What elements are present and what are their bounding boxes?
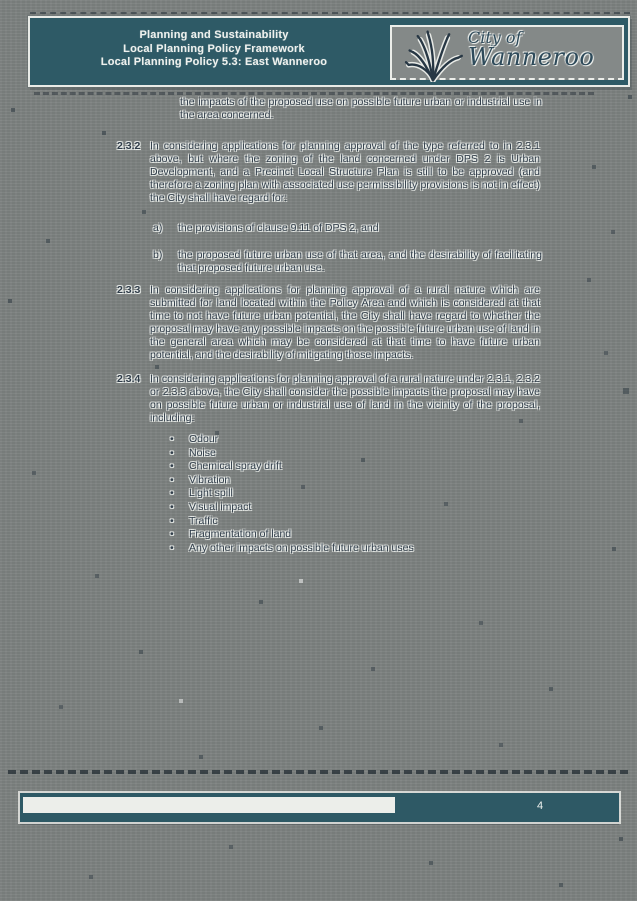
- kangaroo-paw-flower-icon: [398, 28, 468, 87]
- clause-number-2-3-3: 2.3.3: [117, 284, 141, 296]
- header-line-policy: Local Planning Policy 5.3: East Wanneroo: [100, 56, 328, 68]
- bullet-icon: [170, 542, 174, 556]
- bullet-item-noise: Noise: [168, 447, 548, 461]
- scan-noise-specks: [0, 0, 2, 2]
- subitem-label-a: a): [153, 222, 163, 234]
- clause-text-2-3-3: In considering applications for planning…: [150, 284, 540, 361]
- clause-text-2-3-2: In considering applications for planning…: [150, 140, 540, 204]
- logo-wanneroo: Wanneroo: [468, 43, 595, 71]
- footer-bar: 4: [20, 793, 619, 822]
- impact-bullet-list: Odour Noise Chemical spray drift Vibrati…: [168, 433, 548, 555]
- document-header: Planning and Sustainability Local Planni…: [28, 16, 630, 87]
- logo-city-of: City of: [468, 28, 522, 47]
- bullet-item-fragmentation: Fragmentation of land: [168, 528, 548, 542]
- bullet-item-traffic: Traffic: [168, 515, 548, 529]
- bullet-item-odour: Odour: [168, 433, 548, 447]
- bullet-icon: [170, 528, 174, 542]
- bullet-item-vibration: Vibration: [168, 474, 548, 488]
- bullet-icon: [170, 460, 174, 474]
- bullet-icon: [170, 487, 174, 501]
- scan-dash-line-under-header: [34, 92, 594, 95]
- bullet-item-visual-impact: Visual impact: [168, 501, 548, 515]
- bullet-item-light-spill: Light spill: [168, 487, 548, 501]
- header-title-block: Planning and Sustainability Local Planni…: [38, 29, 390, 70]
- city-logo: City of Wanneroo: [390, 25, 624, 83]
- subitem-text-b: the proposed future urban use of that ar…: [178, 249, 542, 274]
- header-line-department: Planning and Sustainability: [139, 29, 289, 41]
- page-number: 4: [536, 800, 544, 812]
- bullet-icon: [170, 474, 174, 488]
- clause-number-2-3-4: 2.3.4: [117, 373, 141, 385]
- bullet-icon: [170, 433, 174, 447]
- continuation-paragraph: the impacts of the proposed use on possi…: [180, 96, 542, 121]
- subitem-label-b: b): [153, 249, 163, 261]
- header-line-framework: Local Planning Policy Framework: [123, 42, 305, 55]
- bullet-item-other-impacts: Any other impacts on possible future urb…: [168, 542, 548, 556]
- scan-dash-line-footer: [8, 770, 628, 774]
- clause-text-2-3-4: In considering applications for planning…: [150, 373, 540, 424]
- logo-wordmark: City of Wanneroo: [468, 29, 594, 70]
- bullet-icon: [170, 515, 174, 529]
- footer-blank-field: [23, 797, 395, 813]
- bullet-icon: [170, 447, 174, 461]
- subitem-text-a: the provisions of clause 9.11 of DPS 2, …: [178, 222, 379, 234]
- clause-number-2-3-2: 2.3.2: [117, 140, 141, 152]
- scan-dash-line-top: [30, 12, 630, 14]
- bullet-icon: [170, 501, 174, 515]
- bullet-item-chemical-spray-drift: Chemical spray drift: [168, 460, 548, 474]
